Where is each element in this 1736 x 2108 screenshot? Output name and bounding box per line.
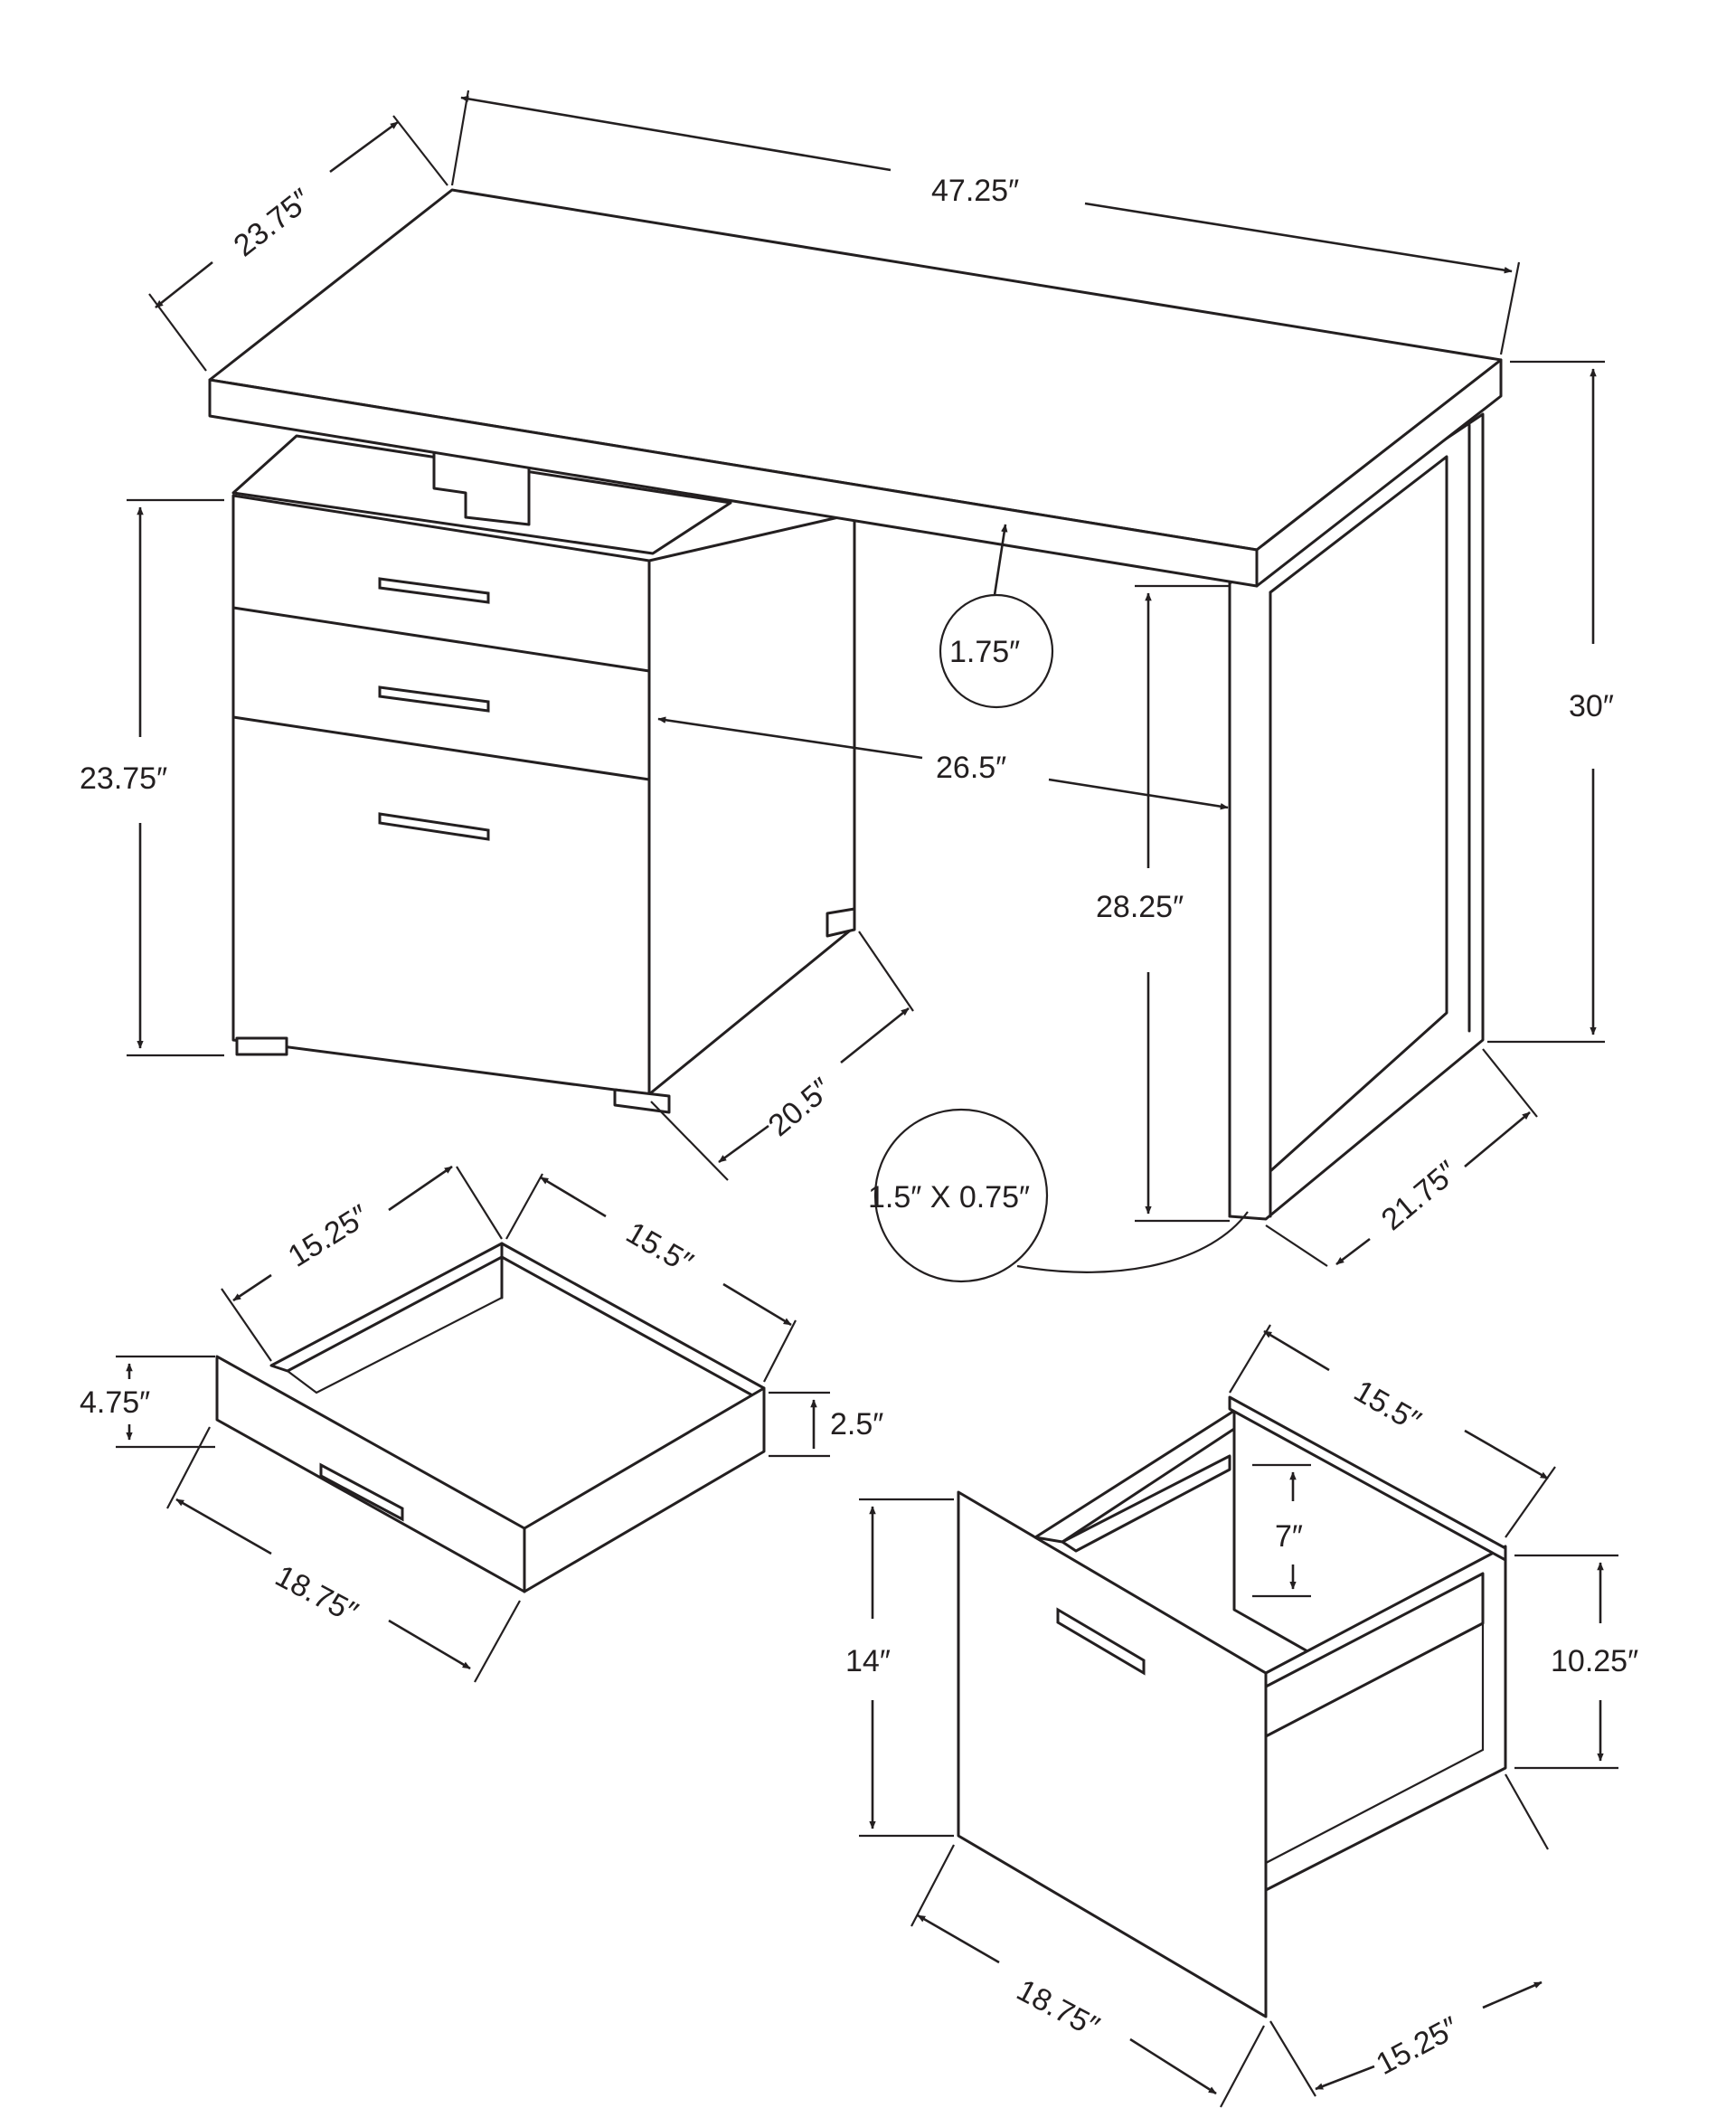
file-drawer-handle (1056, 1607, 1146, 1676)
small-drawer-back (500, 1242, 766, 1404)
cabinet-front (231, 494, 651, 1096)
foot-back (826, 907, 856, 938)
desk (208, 188, 1503, 1221)
detail-circle-leg (873, 1108, 1049, 1283)
label-small-drawer-front-height: 4.75″ (80, 1385, 150, 1420)
small-drawer-handle (319, 1462, 404, 1522)
label-knee-height: 28.25″ (1096, 890, 1184, 924)
label-small-drawer-inner-depth: 15.5″ (620, 1215, 699, 1281)
label-desk-height: 30″ (1569, 689, 1614, 723)
label-top-thickness: 1.75″ (949, 635, 1020, 669)
label-leg-depth: 21.75″ (1375, 1155, 1465, 1238)
label-file-drawer-inner-depth: 15.5″ (1348, 1374, 1427, 1439)
label-small-drawer-inner-width: 15.25″ (282, 1198, 375, 1274)
handle-file (378, 812, 490, 841)
small-drawer-front (215, 1355, 526, 1593)
label-cabinet-depth: 20.5″ (762, 1072, 838, 1143)
label-small-drawer-inner-height: 2.5″ (830, 1407, 883, 1442)
file-drawer-top-rail (1228, 1395, 1507, 1562)
small-drawer (215, 1242, 766, 1593)
label-cabinet-height: 23.75″ (80, 761, 167, 796)
desktop (208, 188, 1503, 588)
label-desk-depth: 23.75″ (228, 183, 318, 264)
handle-middle (378, 685, 490, 713)
small-drawer-inner-floor (285, 1255, 504, 1394)
file-drawer-left-rail (1033, 1409, 1236, 1544)
foot-left (235, 1036, 288, 1056)
detail-circle-top (939, 593, 1054, 709)
label-small-drawer-front-width: 18.75″ (269, 1559, 363, 1631)
label-file-drawer-front-width: 18.75″ (1011, 1973, 1105, 2045)
file-drawer-front (957, 1490, 1268, 2018)
label-desk-width: 47.25″ (931, 174, 1019, 208)
label-file-drawer-inner-width: 15.25″ (1371, 2010, 1465, 2082)
label-file-drawer-front-height: 14″ (845, 1644, 891, 1678)
label-knee-width: 26.5″ (936, 751, 1006, 785)
leg-frame (1228, 412, 1485, 1221)
file-drawer (957, 1395, 1507, 2018)
cabinet-handles (378, 577, 490, 841)
label-leg-profile: 1.5″ X 0.75″ (868, 1180, 1030, 1215)
small-drawer-right (523, 1386, 766, 1593)
foot-front (613, 1088, 671, 1114)
drawer-line-2 (231, 715, 651, 781)
handle-top (378, 577, 490, 604)
drawer-line-1 (231, 606, 651, 673)
label-file-drawer-inner-height: 10.25″ (1551, 1644, 1638, 1678)
cabinet-side (647, 512, 856, 1096)
label-file-drawer-rail-height: 7″ (1275, 1519, 1303, 1554)
file-drawer-rail-inner (1061, 1454, 1231, 1553)
desktop-side-edge (1255, 358, 1503, 588)
